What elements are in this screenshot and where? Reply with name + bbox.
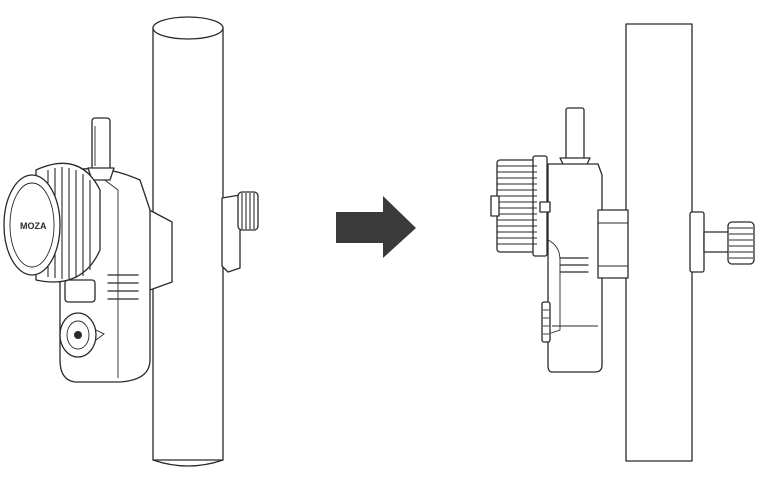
clamp-knob — [221, 191, 259, 273]
clamp-knob-side — [689, 211, 755, 273]
step-1-angled-view: MOZA — [3, 16, 259, 467]
antenna-side — [559, 107, 591, 167]
antenna-angled — [87, 117, 115, 181]
rod-side — [625, 23, 693, 462]
focus-wheel-angled: MOZA — [3, 162, 101, 283]
direction-arrow — [336, 196, 416, 258]
step-2-side-view — [490, 23, 755, 462]
control-dial — [59, 312, 105, 358]
motor-body-side — [541, 163, 629, 373]
focus-wheel-side — [490, 155, 551, 257]
moza-logo: MOZA — [20, 221, 47, 231]
